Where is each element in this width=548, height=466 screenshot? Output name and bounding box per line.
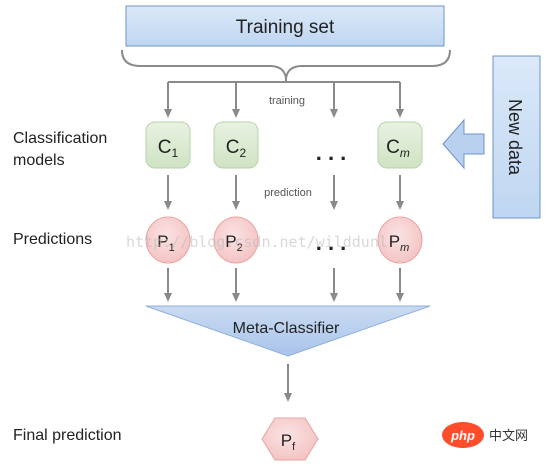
- classifier-c1-sub: 1: [172, 146, 179, 160]
- svg-text:C1: C1: [158, 137, 179, 160]
- svg-text:Pf: Pf: [281, 431, 296, 453]
- svg-text:C2: C2: [226, 137, 247, 160]
- training-distribution-line: [168, 78, 400, 83]
- svg-text:P1: P1: [157, 232, 174, 254]
- logo-cn-text: 中文网: [489, 429, 528, 444]
- final-node-base: P: [281, 431, 292, 450]
- prediction-p1-base: P: [157, 232, 168, 251]
- logo-php-text: php: [450, 428, 475, 443]
- classifier-cm-sub: m: [400, 146, 410, 160]
- classifier-c2-sub: 2: [240, 146, 247, 160]
- prediction-p2-base: P: [225, 232, 236, 251]
- prediction-pm: Pm: [377, 216, 423, 264]
- new-data-box: [492, 55, 541, 219]
- classifier-c2-base: C: [226, 137, 240, 158]
- meta-classifier-funnel: [145, 305, 431, 357]
- new-data-arrow: [442, 118, 485, 170]
- training-set-box: [125, 5, 445, 47]
- prediction-p1-sub: 1: [169, 242, 175, 254]
- prediction-p2-sub: 2: [237, 242, 243, 254]
- php-cn-logo: php 中文网: [442, 422, 528, 448]
- label-models: models: [13, 152, 65, 169]
- prediction-ellipsis: . . .: [316, 230, 347, 255]
- label-final-prediction: Final prediction: [13, 427, 122, 444]
- new-data-label: New data: [505, 99, 525, 176]
- classifier-c1: C1: [145, 121, 191, 169]
- classifier-c1-base: C: [158, 137, 172, 158]
- training-brace: [121, 49, 451, 79]
- watermark: http://blog.csdn.net/wilddunl: [126, 233, 388, 251]
- svg-text:P2: P2: [225, 232, 242, 254]
- label-classification: Classification: [13, 130, 107, 147]
- svg-text:Pm: Pm: [389, 232, 410, 254]
- prediction-p1: P1: [145, 216, 191, 264]
- label-predictions: Predictions: [13, 231, 92, 248]
- training-edge-label: training: [269, 95, 305, 107]
- svg-text:Cm: Cm: [386, 137, 410, 160]
- final-node-sub: f: [292, 441, 296, 453]
- training-set-label: Training set: [236, 17, 335, 38]
- meta-classifier-label: Meta-Classifier: [233, 320, 340, 337]
- classifier-cm: Cm: [377, 121, 423, 169]
- classifier-c2: C2: [213, 121, 259, 169]
- prediction-p2: P2: [213, 216, 259, 264]
- prediction-pm-base: P: [389, 232, 400, 251]
- final-prediction-node: Pf: [261, 417, 319, 461]
- classifier-cm-base: C: [386, 137, 400, 158]
- prediction-pm-sub: m: [400, 242, 409, 254]
- prediction-edge-label: prediction: [264, 187, 312, 199]
- classifier-ellipsis: . . .: [316, 140, 347, 165]
